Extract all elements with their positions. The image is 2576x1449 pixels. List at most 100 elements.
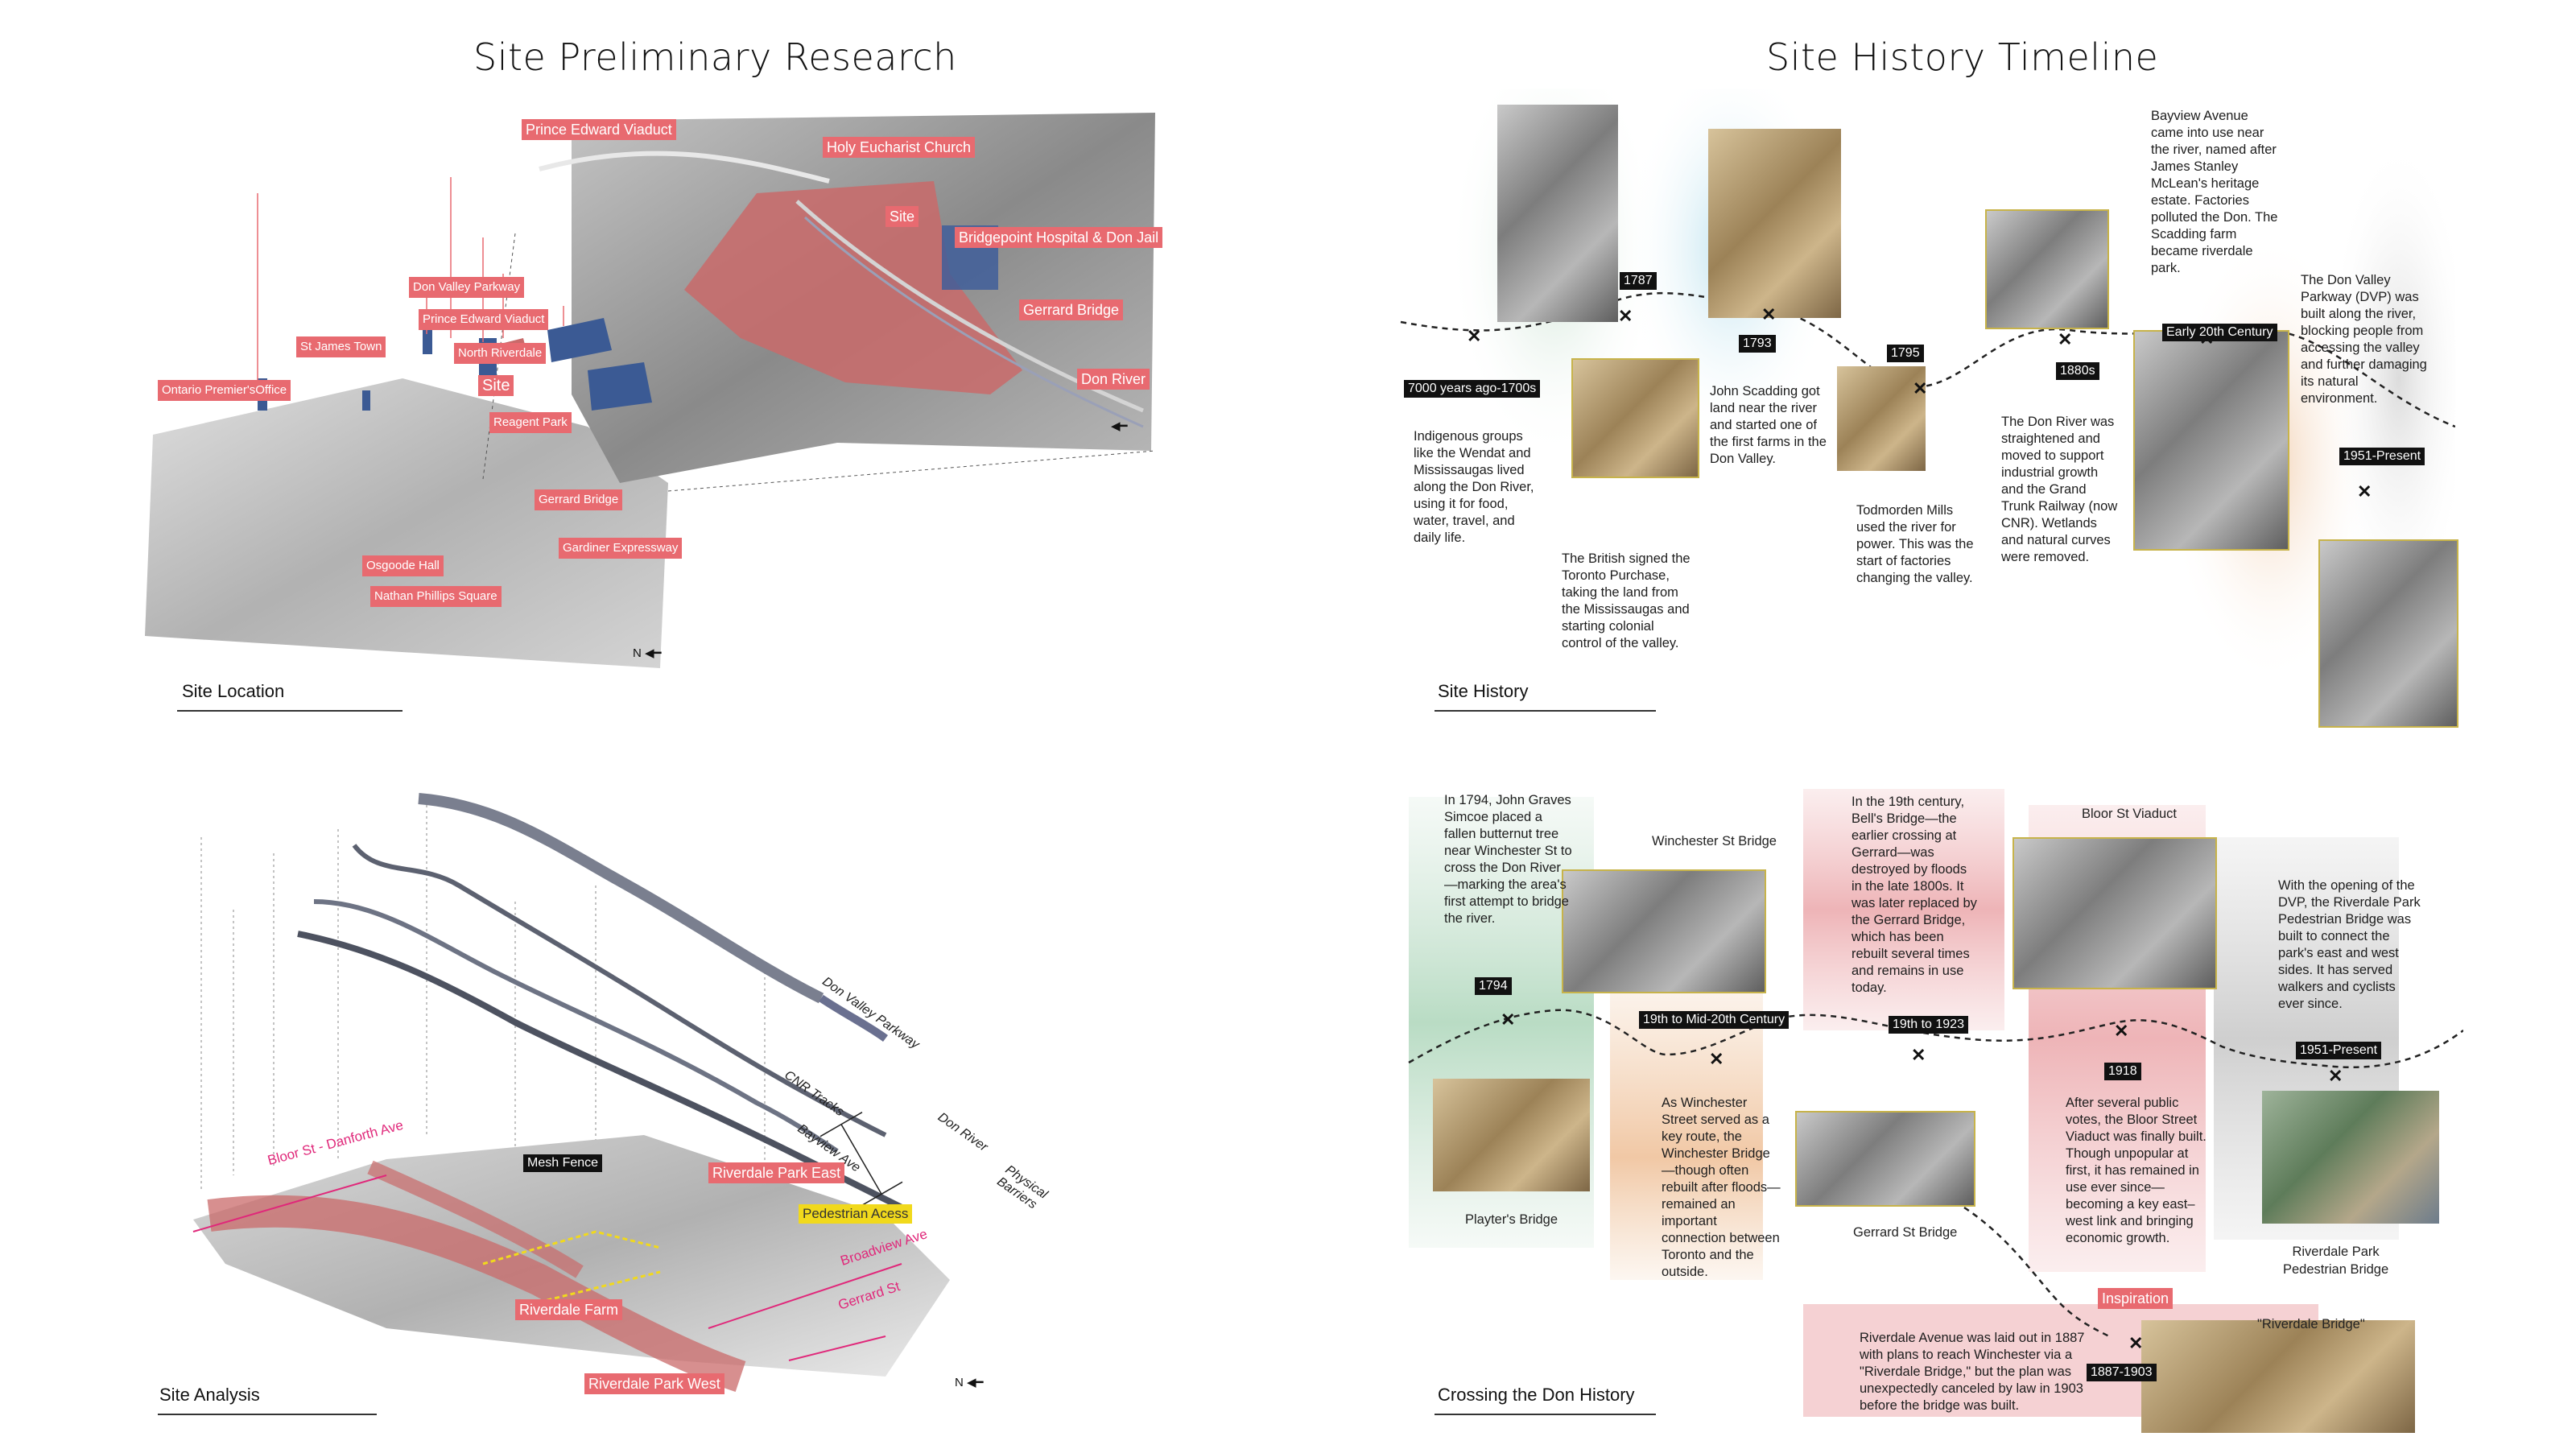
- history-text-5: The Don River was straightened and moved…: [2001, 415, 2118, 564]
- caption-line-history: [1435, 710, 1656, 712]
- right-title: Site History Timeline: [1766, 35, 2159, 79]
- label-winchester-bridge: Winchester St Bridge: [1652, 834, 1777, 848]
- label-site-zoom: Site: [886, 206, 919, 227]
- north-arrow-analysis: N ◀━: [955, 1376, 984, 1389]
- north-label-analysis: N: [955, 1376, 964, 1389]
- history-text-3: John Scadding got land near the river an…: [1710, 384, 1827, 466]
- photo-toronto-purchase: [1571, 358, 1699, 478]
- site-area-zoom: [684, 181, 1022, 394]
- crossing-text-2: In the 19th century, Bell's Bridge—the e…: [1852, 795, 1977, 995]
- label-gerrard-bridge-zoom: Gerrard Bridge: [1019, 299, 1124, 320]
- photo-railway: [1985, 209, 2109, 329]
- crossing-timeline-path: [1408, 1009, 2463, 1068]
- crossing-marker-2: ✕: [1709, 1049, 1724, 1069]
- site-analysis-diagram: [192, 793, 950, 1392]
- crossing-date-4: 1918: [2104, 1063, 2141, 1080]
- label-bloor-viaduct: Bloor St Viaduct: [2082, 807, 2178, 821]
- crossing-marker-6: ✕: [2128, 1333, 2144, 1353]
- history-marker-3: ✕: [1761, 304, 1777, 324]
- label-mesh-fence: Mesh Fence: [523, 1154, 603, 1172]
- city-base: [145, 378, 668, 668]
- crossing-text-6: Riverdale Avenue was laid out in 1887 wi…: [1860, 1331, 2085, 1413]
- history-date-5: 1880s: [2056, 362, 2099, 380]
- history-text-1: Indigenous groups like the Wendat and Mi…: [1414, 429, 1534, 545]
- photo-early-20th: [2133, 330, 2289, 551]
- caption-site-history: Site History: [1438, 681, 1529, 701]
- north-arrow-location: N ◀━: [633, 646, 662, 660]
- label-riverdale-ped-bridge: Riverdale Park Pedestrian Bridge: [2283, 1245, 2389, 1277]
- layer-dvp: [418, 793, 824, 1004]
- label-don-river-zoom: Don River: [1077, 369, 1150, 390]
- crossing-marker-3: ✕: [1911, 1045, 1926, 1065]
- crossing-marker-5: ✕: [2328, 1066, 2343, 1086]
- north-arrow-zoom: ◀━: [1111, 419, 1128, 433]
- crossing-marker-4: ✕: [2114, 1021, 2129, 1041]
- label-gardiner: Gardiner Expressway: [559, 538, 683, 559]
- history-marker-4: ✕: [1913, 378, 1928, 398]
- label-gerrard-bridge-map: Gerrard Bridge: [535, 489, 623, 510]
- site-analysis-panel: [177, 781, 1143, 1409]
- photo-scadding: [1708, 129, 1841, 318]
- photo-gerrard-bridge: [1795, 1111, 1975, 1207]
- history-date-7: 1951-Present: [2339, 448, 2425, 465]
- crossing-date-3: 19th to 1923: [1889, 1016, 1968, 1034]
- history-text-2: The British signed the Toronto Purchase,…: [1562, 551, 1690, 650]
- photo-riverdale-bridge-map: [2141, 1320, 2415, 1433]
- caption-line-location: [177, 710, 402, 712]
- crossing-text-4: As Winchester Street served as a key rou…: [1662, 1096, 1781, 1279]
- label-gerrard-st-bridge: Gerrard St Bridge: [1853, 1225, 1958, 1240]
- photo-indigenous: [1497, 105, 1618, 322]
- label-don-valley-parkway: Don Valley Parkway: [409, 277, 525, 298]
- label-reagent-park: Reagent Park: [489, 412, 572, 433]
- photo-playter-bridge: [1433, 1079, 1590, 1191]
- history-date-1: 7000 years ago-1700s: [1404, 380, 1541, 398]
- history-text-4: Todmorden Mills used the river for power…: [1856, 503, 1974, 585]
- label-ontario-premier: Ontario Premier'sOffice: [158, 380, 291, 401]
- label-riverdale-park-west: Riverdale Park West: [584, 1373, 724, 1394]
- label-north-riverdale: North Riverdale: [454, 343, 547, 364]
- history-marker-2: ✕: [1618, 306, 1633, 326]
- history-text-7: The Don Valley Parkway (DVP) was built a…: [2301, 273, 2427, 406]
- layer-dvp-2: [819, 994, 888, 1042]
- photo-winchester-bridge: [1562, 869, 1766, 993]
- history-marker-1: ✕: [1467, 326, 1482, 346]
- history-marker-5: ✕: [2058, 329, 2073, 349]
- caption-site-location: Site Location: [182, 681, 285, 701]
- label-bridgepoint: Bridgepoint Hospital & Don Jail: [955, 227, 1163, 248]
- label-pedestrian-access: Pedestrian Acess: [799, 1204, 913, 1224]
- crossing-text-1: In 1794, John Graves Simcoe placed a fal…: [1444, 793, 1572, 926]
- label-site-map: Site: [478, 375, 514, 396]
- label-riverdale-park-east: Riverdale Park East: [708, 1162, 845, 1183]
- label-riverdale-farm: Riverdale Farm: [515, 1299, 623, 1320]
- site-location-panel: [137, 105, 1175, 700]
- caption-line-crossing: [1435, 1414, 1656, 1415]
- site-history-panel: [1393, 89, 2458, 733]
- crossing-text-3: With the opening of the DVP, the Riverda…: [2278, 878, 2421, 1011]
- history-text-6: Bayview Avenue came into use near the ri…: [2151, 109, 2278, 275]
- label-inspiration: Inspiration: [2098, 1288, 2174, 1309]
- history-date-6: Early 20th Century: [2162, 324, 2277, 341]
- photo-todmorden: [1837, 366, 1926, 471]
- crossing-date-2: 19th to Mid-20th Century: [1639, 1011, 1790, 1029]
- left-title: Site Preliminary Research: [473, 35, 957, 79]
- layer-don-river: [297, 931, 903, 1211]
- caption-crossing: Crossing the Don History: [1438, 1385, 1635, 1405]
- label-holy-eucharist: Holy Eucharist Church: [823, 137, 976, 158]
- crossing-date-1: 1794: [1475, 977, 1512, 995]
- label-nathan-phillips: Nathan Phillips Square: [370, 586, 502, 607]
- caption-line-analysis: [158, 1414, 377, 1415]
- label-playter-bridge: Playter's Bridge: [1465, 1212, 1558, 1227]
- crossing-inspiration-path: [1963, 1206, 2110, 1338]
- site-location-map: [145, 113, 1156, 668]
- crossing-text-5: After several public votes, the Bloor St…: [2066, 1096, 2207, 1245]
- label-prince-edward-viaduct: Prince Edward Viaduct: [419, 309, 549, 330]
- layer-bayview: [313, 899, 839, 1154]
- label-st-james-town: St James Town: [296, 336, 386, 357]
- history-marker-7: ✕: [2357, 481, 2372, 502]
- base-map: [193, 1135, 950, 1377]
- north-label: N: [633, 646, 642, 660]
- photo-bloor-viaduct: [2013, 837, 2217, 989]
- history-date-4: 1795: [1887, 345, 1924, 362]
- photo-riverdale-ped-bridge: [2262, 1091, 2439, 1224]
- layer-cnr: [352, 844, 887, 1137]
